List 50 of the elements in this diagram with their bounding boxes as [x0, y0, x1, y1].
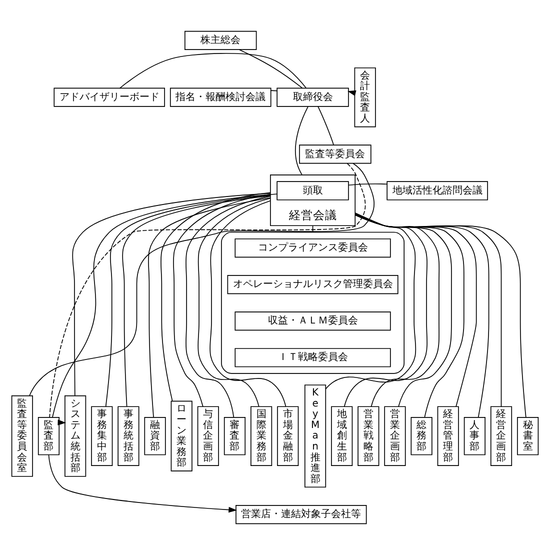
connector: [72, 192, 271, 396]
connector: [354, 214, 526, 418]
node-box: 監査等委員会: [299, 144, 372, 164]
node-box: 指名・報酬検討会議: [170, 88, 272, 107]
connector: [318, 106, 334, 146]
connector: [295, 106, 308, 176]
node-box: 審査部: [224, 416, 246, 456]
node-box: KeyMan推進部: [304, 384, 326, 488]
node-box: 営業戦略部: [358, 406, 380, 466]
connector: [238, 49, 303, 88]
node-box: オペレーショナルリスク管理委員会: [227, 275, 398, 294]
connector: [119, 53, 306, 89]
node-box: 国際業務部: [250, 406, 272, 466]
connector: [210, 200, 286, 407]
connector: [344, 213, 428, 407]
arrow: [48, 454, 237, 513]
node-box: 総務部: [410, 416, 432, 456]
connector: [29, 162, 374, 396]
connector: [270, 90, 278, 92]
connector: [148, 197, 271, 418]
connector: [198, 198, 271, 407]
connector: [325, 212, 416, 390]
node-box: 株主総会: [184, 30, 257, 50]
node-box: システム統括部: [64, 395, 86, 477]
node-box: 頭取: [276, 181, 349, 200]
connector: [49, 163, 366, 418]
node-box: 取締役会: [276, 88, 349, 107]
node-box: 秘書室: [517, 416, 539, 456]
node-box: 人事部: [464, 416, 486, 456]
connector: [52, 194, 278, 418]
node-box: アドバイザリーボード: [54, 88, 165, 107]
node-box: 事務統括部: [118, 406, 140, 466]
node-box: 市場金融部: [277, 406, 299, 466]
node-box: 収益・ＡＬＭ委員会: [234, 312, 391, 331]
node-box: 地域創生部: [331, 406, 353, 466]
node-box: 融資部: [144, 416, 166, 456]
node-box: ＩＴ戦略委員会: [234, 348, 391, 368]
node-box: 経営企画部: [490, 406, 512, 466]
node-box: 営業企画部: [384, 406, 406, 466]
connector: [186, 196, 271, 418]
node-box: 事務集中部: [91, 406, 113, 466]
node-box: 監査等委員会室: [11, 395, 33, 477]
node-box: ローン業務部: [170, 400, 192, 472]
cluster: [221, 232, 405, 374]
node-box: コンプライアンス委員会: [234, 238, 391, 258]
node-box: 営業店・連結対象子会社等: [236, 505, 367, 524]
connector: [348, 183, 388, 186]
node-box: 経営管理部: [437, 406, 459, 466]
node-box: 与信企画部: [197, 406, 219, 466]
node-box: 地域活性化諮問会議: [386, 181, 488, 200]
